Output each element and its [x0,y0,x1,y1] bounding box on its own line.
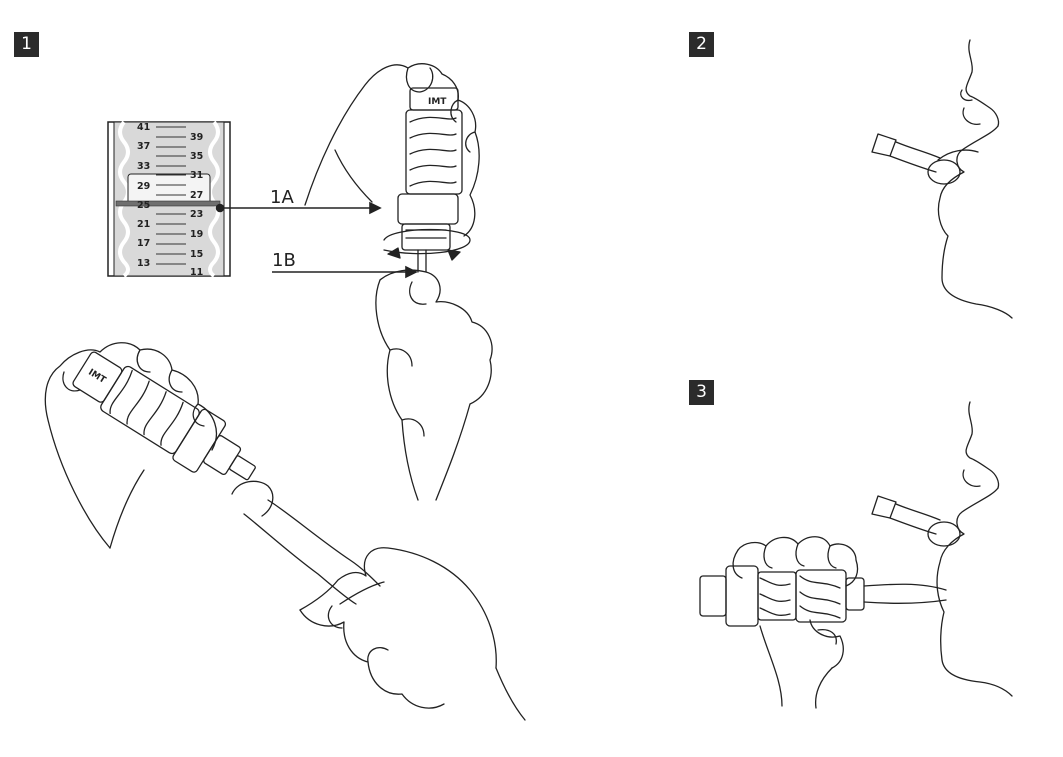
mouthpiece-tube [243,499,381,605]
step-3-badge: 3 [689,380,714,405]
step1-hands-attaching-mouthpiece: IMT [44,342,526,721]
gauge-number: 33 [137,161,150,172]
gauge-number: 13 [137,258,150,269]
callout-1a-label: 1A [270,187,294,208]
step2-face-profile [871,39,1013,319]
gauge-number: 37 [137,141,150,152]
rotate-arrow-icon [387,247,401,259]
mouthpiece-flange [871,133,897,157]
mouthpiece-tube [863,583,947,604]
spring-coil [409,116,457,187]
device-angled: IMT [72,351,256,481]
gauge-number: 27 [190,190,203,201]
device-brand-label: IMT [86,368,108,387]
device-collar [397,193,459,225]
step-2-badge: 2 [689,32,714,57]
arrow-right-icon [405,265,418,279]
lips [962,469,981,487]
mouthpiece-guard [927,159,961,185]
mouthpiece-stem [889,141,941,173]
mouthpiece-flange [871,495,897,519]
step-1-badge: 1 [14,32,39,57]
gauge-number: 21 [137,219,150,230]
gauge-number: 11 [190,267,203,278]
gauge-number: 19 [190,229,203,240]
rotate-arrow-icon [447,249,461,261]
device-cap [699,575,727,617]
arrow-right-icon [369,201,382,215]
gauge-indicator [115,200,221,207]
gauge-number: 25 [137,200,150,211]
gauge-number: 41 [137,122,150,133]
lips [962,107,981,125]
device-adjuster [401,223,451,251]
mouthpiece-connector [231,480,274,517]
gauge-number: 15 [190,249,203,260]
step1-hands-adjusting-device: IMT [304,63,493,501]
gauge-number: 31 [190,170,203,181]
gauge-scale [156,126,186,265]
callout-lines [215,201,418,279]
callout-1b-label: 1B [272,250,296,271]
gauge-inset: 41 37 33 29 25 21 17 13 39 35 31 27 23 1… [107,120,231,278]
mouthpiece-guard [927,521,961,547]
gauge-number: 29 [137,181,150,192]
spring-coil [759,577,791,616]
gauge-number: 17 [137,238,150,249]
step3-inhale-with-device [699,401,1013,709]
gauge-number: 35 [190,151,203,162]
device-brand-label: IMT [428,97,447,107]
gauge-number: 23 [190,209,203,220]
gauge-number: 39 [190,132,203,143]
rotation-arrow [383,228,471,255]
